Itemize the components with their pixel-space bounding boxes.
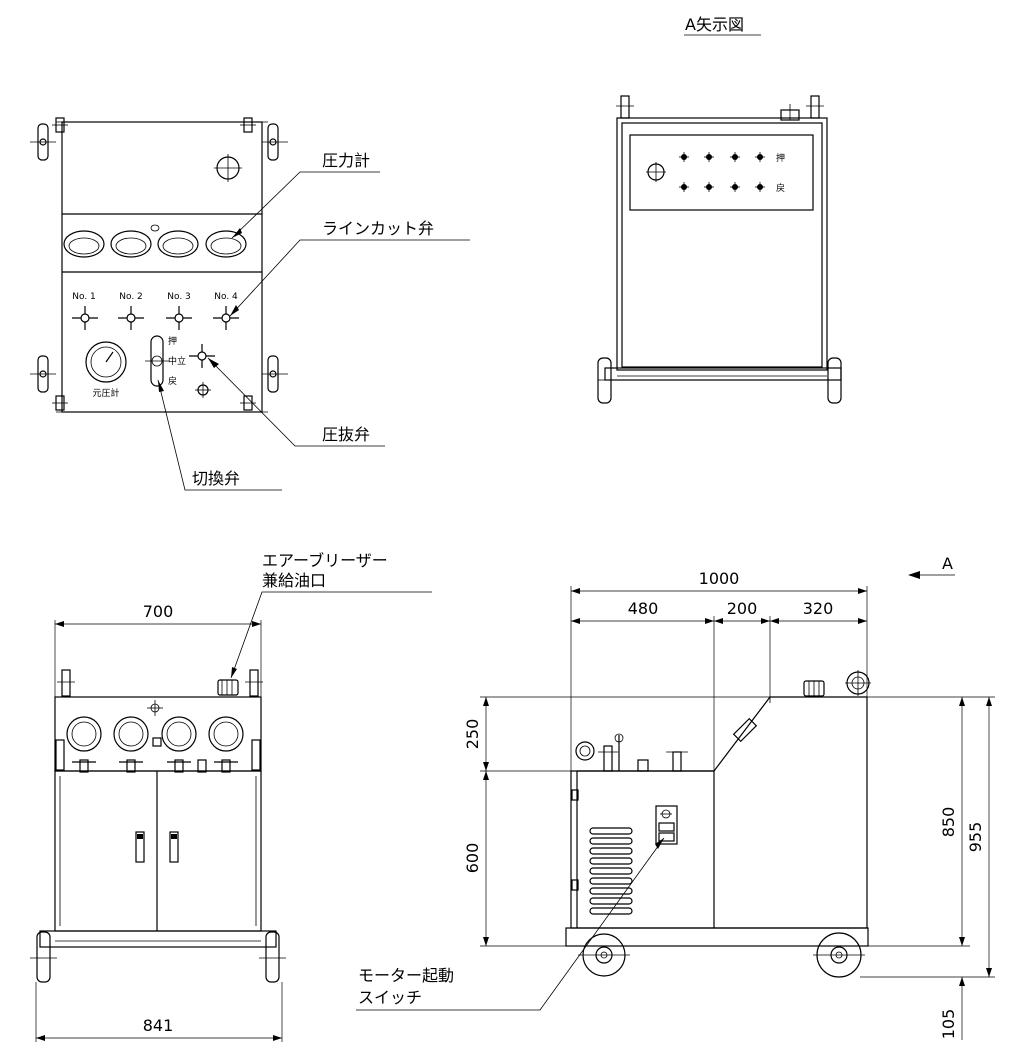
dim-side-seg2: 200 — [727, 599, 758, 618]
wheel-bottom-right — [262, 355, 288, 393]
label-no3: No. 3 — [167, 292, 191, 302]
view-a-body — [616, 117, 828, 371]
side-view-louvers — [589, 827, 633, 915]
dim-height-850: 850 — [939, 807, 958, 838]
dim-side-total: 1000 — [699, 569, 740, 588]
side-wheel-left — [578, 933, 630, 977]
lifting-lugs — [52, 117, 256, 411]
dim-height-955: 955 — [966, 822, 985, 853]
label-source-gauge: 元圧計 — [92, 387, 119, 399]
top-view-body — [61, 121, 263, 413]
dim-front-width: 700 — [143, 602, 174, 621]
front-wheel-left — [36, 931, 51, 983]
front-view-lower — [54, 770, 262, 932]
side-wheel-right — [813, 932, 865, 978]
front-wheel-right — [265, 931, 280, 983]
label-no4: No. 4 — [214, 292, 238, 302]
dim-side-seg3: 320 — [803, 599, 834, 618]
callout-motor-switch-1: モーター起動 — [358, 966, 454, 985]
wheel-top-right — [262, 123, 288, 161]
label-no1: No. 1 — [72, 292, 96, 302]
callout-air-breather-2: 兼給油口 — [262, 571, 326, 590]
drain-plug — [195, 382, 211, 398]
pressure-gauges-top — [63, 224, 247, 258]
label-return: 戻 — [168, 375, 177, 387]
view-a-wheel-right — [827, 357, 842, 404]
front-view-valve-stems — [72, 737, 238, 773]
front-view-gauges — [66, 700, 244, 752]
door-handle-left — [135, 831, 145, 863]
side-view-fittings — [575, 670, 871, 772]
dim-height-top: 250 — [463, 719, 482, 750]
callout-air-breather-1: エアーブリーザー — [262, 551, 388, 570]
dim-side-seg1: 480 — [628, 599, 659, 618]
label-neutral: 中立 — [168, 355, 186, 367]
wheel-bottom-left — [30, 355, 56, 393]
air-breather — [217, 679, 239, 696]
side-view-body — [570, 696, 868, 929]
callout-relief-valve: 圧抜弁 — [322, 425, 370, 444]
dim-height-body: 600 — [463, 843, 482, 874]
callout-line-cut-valve: ラインカット弁 — [322, 219, 434, 238]
dim-front-overall: 841 — [143, 1016, 174, 1035]
dim-height-105: 105 — [939, 1009, 958, 1040]
label-push: 押 — [168, 335, 177, 347]
switch-valve — [145, 335, 169, 387]
view-a-wheel-left — [597, 357, 612, 404]
line-cut-valves — [72, 306, 239, 330]
door-handle-right — [169, 831, 179, 863]
side-view: 1000 480 200 320 250 600 850 955 — [356, 554, 995, 1040]
motor-start-switch — [655, 805, 678, 845]
arrow-a-label: A — [942, 554, 953, 573]
view-a-panel — [629, 134, 814, 211]
top-view: No. 1 No. 2 No. 3 No. 4 — [30, 117, 288, 413]
callout-motor-switch-2: スイッチ — [358, 988, 422, 1007]
callout-pressure-gauge: 圧力計 — [322, 151, 370, 170]
callout-switch-valve: 切換弁 — [192, 469, 240, 488]
view-a-return: 戻 — [776, 182, 785, 194]
relief-valve — [189, 344, 215, 368]
label-no2: No. 2 — [119, 292, 143, 302]
wheel-top-left — [30, 123, 56, 161]
filler-cap-symbol — [214, 154, 242, 182]
front-view: 700 841 エアーブリーザー 兼給油口 — [30, 551, 432, 1042]
view-a-push: 押 — [776, 152, 785, 164]
view-a: A矢示図 押 戻 — [597, 15, 842, 404]
source-pressure-gauge — [85, 341, 127, 383]
view-a-title: A矢示図 — [685, 15, 744, 34]
callouts-top-view: 圧力計 ラインカット弁 圧抜弁 切換弁 — [157, 151, 470, 491]
view-a-valves — [679, 152, 765, 192]
